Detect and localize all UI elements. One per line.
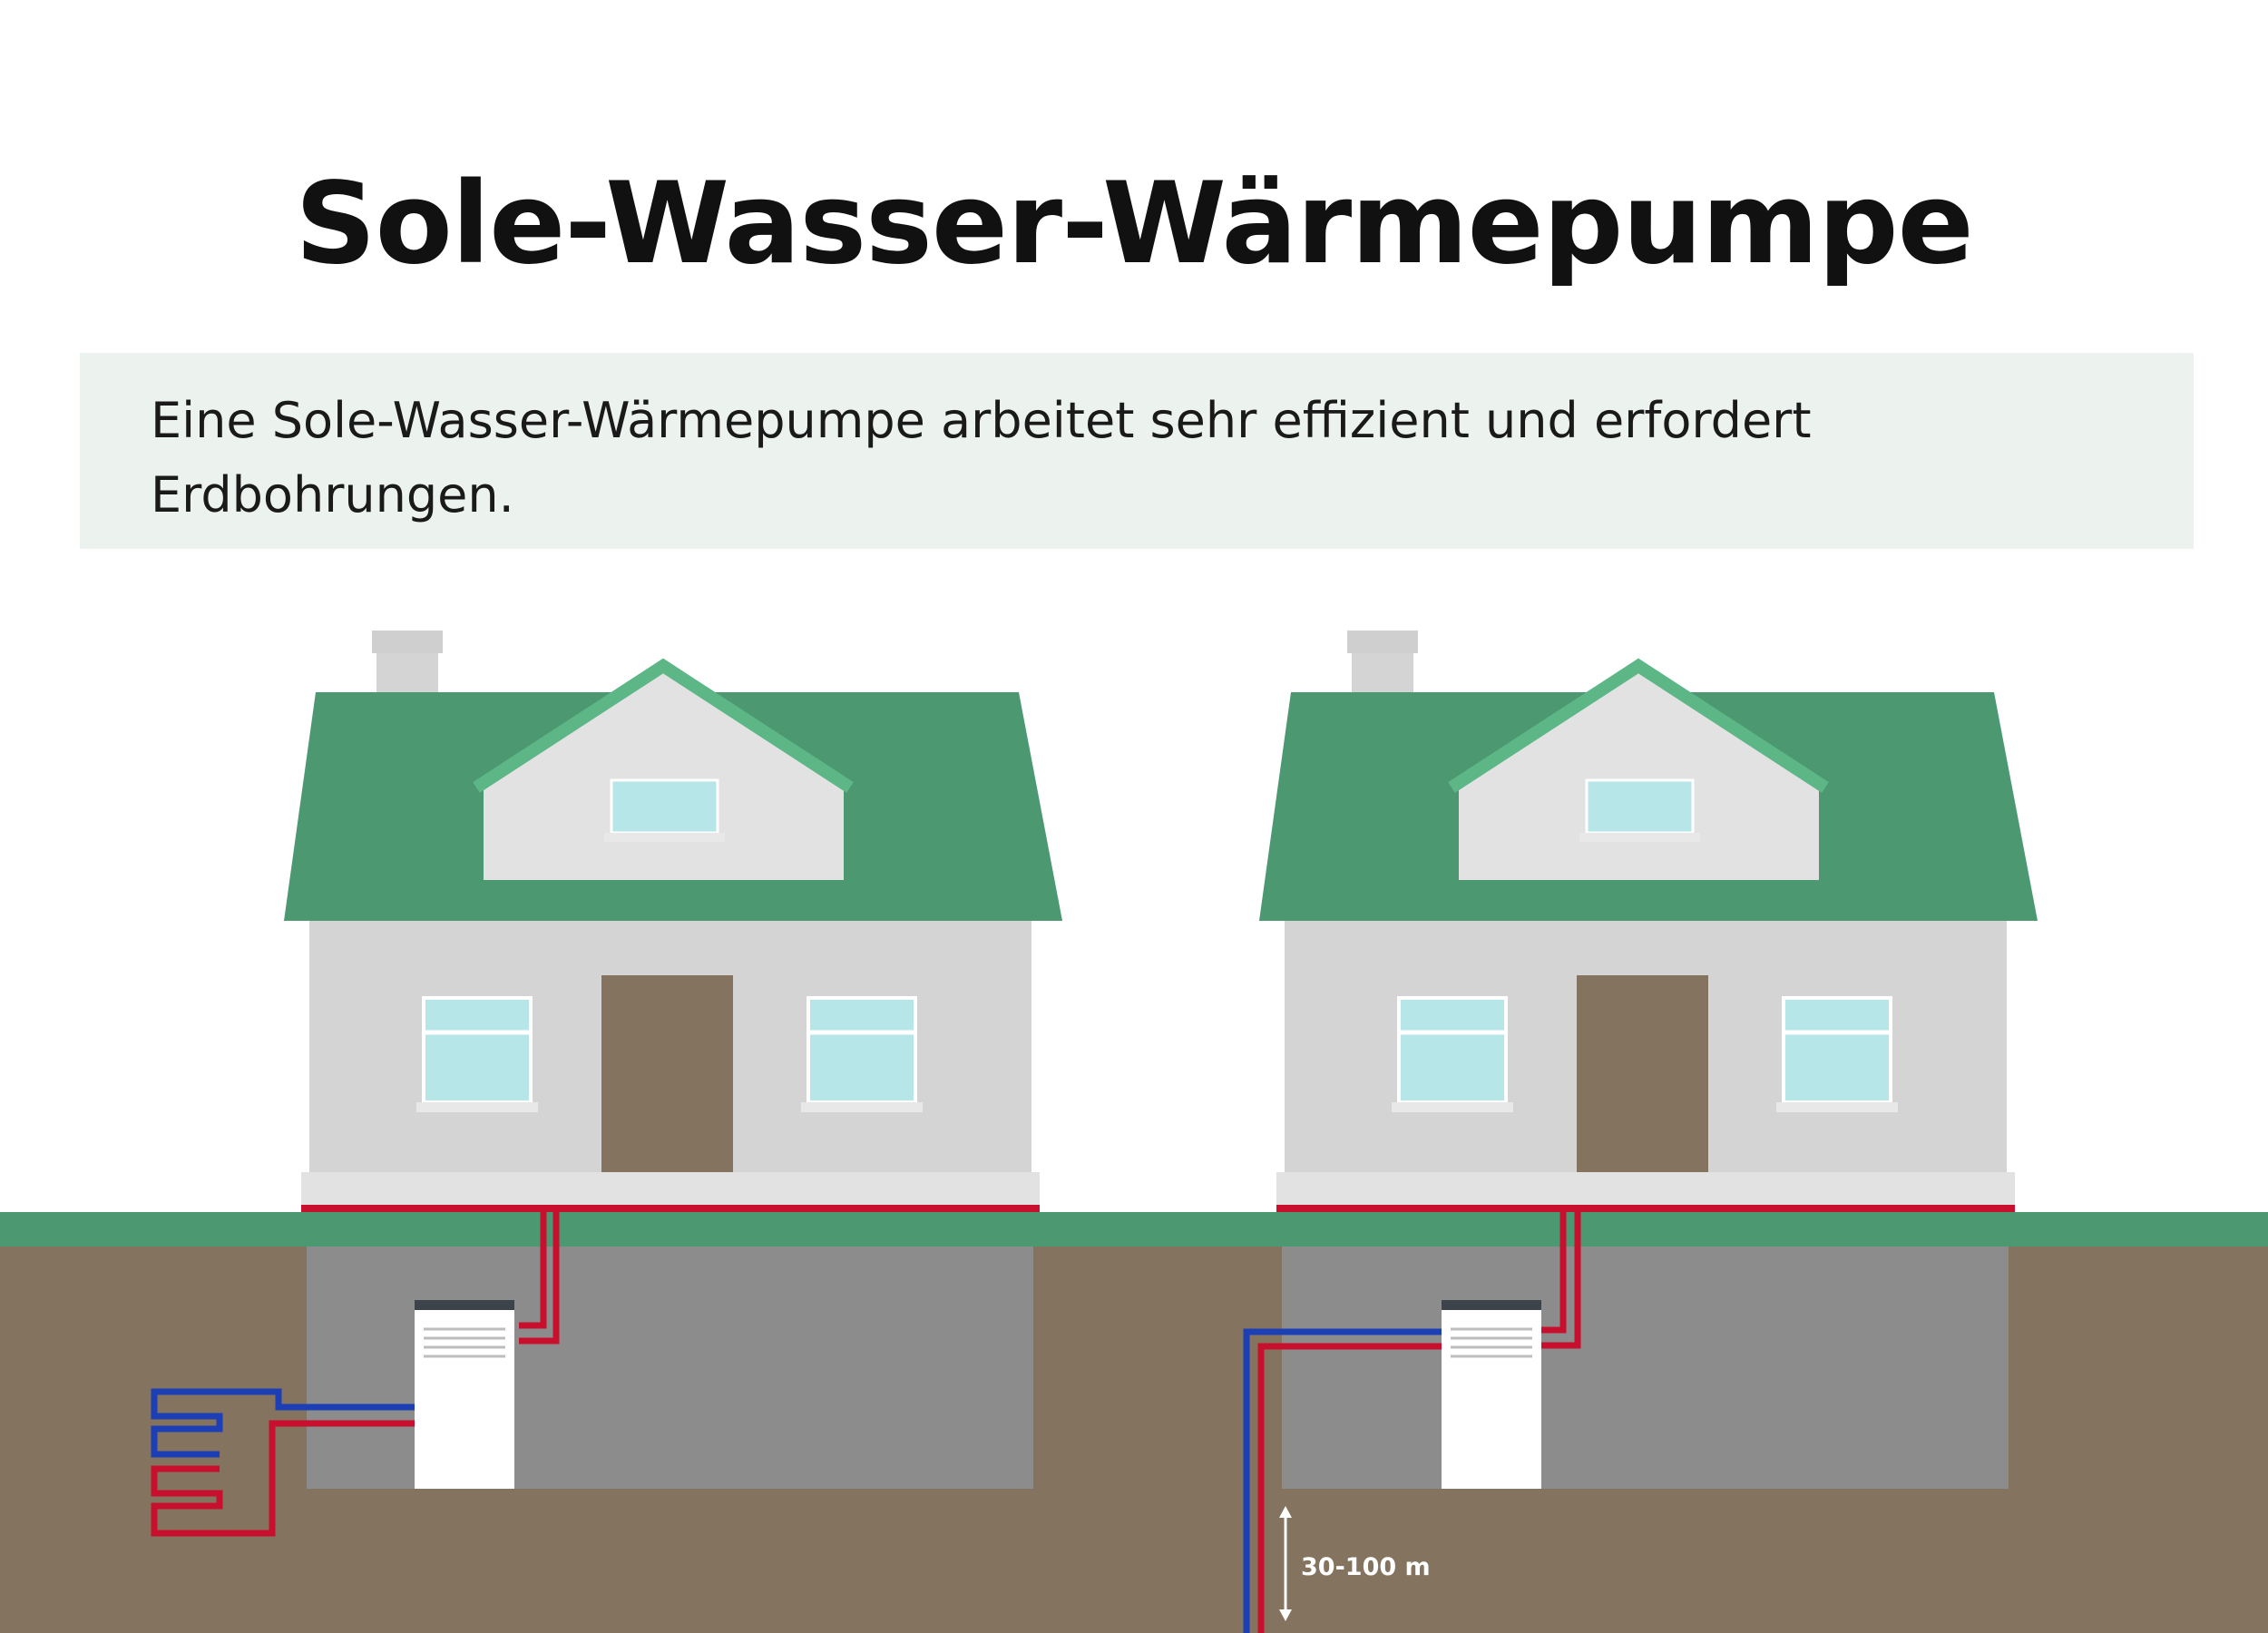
heat-pump-left xyxy=(415,1300,514,1489)
chimney-cap-right xyxy=(1347,631,1418,653)
heat-pump-right xyxy=(1442,1300,1541,1489)
supply-pipe-left-b xyxy=(519,1212,560,1345)
basement-right xyxy=(1282,1247,2009,1489)
window-left-1 xyxy=(416,996,538,1112)
dormer-window-left xyxy=(610,778,719,835)
floor-heating-pipe-right xyxy=(1276,1205,2015,1212)
plinth-left xyxy=(301,1172,1040,1205)
door-right xyxy=(1577,975,1708,1172)
supply-pipe-right-b xyxy=(1541,1212,1581,1349)
ground-collector-left xyxy=(151,1388,415,1537)
depth-arrow-up-icon xyxy=(1279,1506,1292,1518)
page-title: Sole-Wasser-Wärmepumpe xyxy=(295,159,1973,289)
floor-heating-pipe-left xyxy=(301,1205,1040,1212)
probe-pipe-hot xyxy=(1257,1343,1442,1633)
collector-pipe-cold xyxy=(151,1388,415,1458)
description-box: Eine Sole-Wasser-Wärmepumpe arbeitet seh… xyxy=(80,353,2194,549)
window-right-1 xyxy=(1392,996,1513,1112)
probe-pipe-cold xyxy=(1243,1328,1442,1633)
dormer-ridge-left xyxy=(473,658,854,793)
window-left-2 xyxy=(801,996,923,1112)
collector-pipe-hot xyxy=(151,1420,415,1537)
door-left xyxy=(601,975,733,1172)
window-right-2 xyxy=(1776,996,1898,1112)
depth-arrow-down-icon xyxy=(1279,1609,1292,1621)
house-left xyxy=(151,631,1062,1537)
supply-pipe-left-a xyxy=(519,1212,547,1329)
supply-pipe-right-a xyxy=(1541,1212,1567,1334)
chimney-cap-left xyxy=(372,631,443,653)
dormer-right xyxy=(1459,671,1819,880)
depth-indicator: 30-100 m xyxy=(1279,1506,1431,1621)
dormer-window-right xyxy=(1585,778,1695,835)
plinth-right xyxy=(1276,1172,2015,1205)
grass-strip xyxy=(0,1212,2268,1247)
dormer-sill-left xyxy=(604,833,725,842)
dormer-left xyxy=(484,671,844,880)
description-text: Eine Sole-Wasser-Wärmepumpe arbeitet seh… xyxy=(151,392,1812,523)
house-right: 30-100 m xyxy=(1243,631,2038,1633)
probe-depth-label: 30-100 m xyxy=(1301,1553,1431,1581)
ground-probe-right xyxy=(1243,1328,1442,1633)
dormer-ridge-right xyxy=(1448,658,1829,793)
dormer-sill-right xyxy=(1579,833,1700,842)
